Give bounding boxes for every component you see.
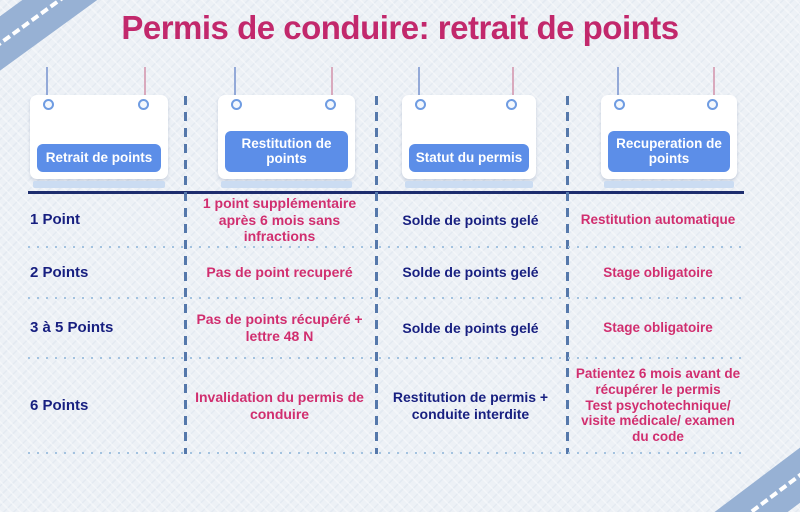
grommet-icon <box>415 99 426 110</box>
header-divider-line <box>28 191 744 194</box>
header-card: Restitution de points <box>218 95 355 179</box>
hanger-string-icon <box>418 67 420 96</box>
card-shadow-base <box>604 181 734 188</box>
points-cell: 1 Point <box>30 211 81 229</box>
card-shadow-base <box>33 181 165 188</box>
grommet-icon <box>614 99 625 110</box>
column-header-label: Recuperation de points <box>608 130 730 172</box>
page-title: Permis de conduire: retrait de points <box>121 9 679 46</box>
statut-cell: Solde de points gelé <box>402 211 539 228</box>
restitution-cell: Pas de points récupéré + lettre 48 N <box>196 311 363 344</box>
header-card: Statut du permis <box>402 95 536 179</box>
header-card: Recuperation de points <box>601 95 737 179</box>
card-shadow-base <box>405 181 533 188</box>
grommet-icon <box>707 99 718 110</box>
points-cell: 6 Points <box>30 396 89 414</box>
row-separator <box>28 357 746 359</box>
row-separator <box>28 452 746 454</box>
grommet-icon <box>231 99 242 110</box>
hanger-string-icon <box>512 67 514 96</box>
points-cell: 3 à 5 Points <box>30 319 114 337</box>
header-card: Retrait de points <box>30 95 168 179</box>
table-row: 3 à 5 Points Pas de points récupéré + le… <box>28 299 750 357</box>
points-table: 1 Point 1 point supplémentaire après 6 m… <box>28 194 750 454</box>
row-separator <box>28 297 746 299</box>
hanger-string-icon <box>331 67 333 96</box>
hanger-string-icon <box>713 67 715 96</box>
column-header-label: Retrait de points <box>37 144 161 172</box>
column-separator <box>566 96 569 454</box>
table-row: 2 Points Pas de point recuperé Solde de … <box>28 248 750 297</box>
table-row: 6 Points Invalidation du permis de condu… <box>28 359 750 452</box>
recuperation-cell: Stage obligatoire <box>603 264 713 280</box>
grommet-icon <box>506 99 517 110</box>
restitution-cell: 1 point supplémentaire après 6 mois sans… <box>202 195 357 245</box>
hanger-string-icon <box>46 67 48 96</box>
column-separator <box>375 96 378 454</box>
column-separator <box>184 96 187 454</box>
restitution-cell: Invalidation du permis de conduire <box>195 388 364 422</box>
column-header-label: Restitution de points <box>225 130 348 172</box>
recuperation-cell: Patientez 6 mois avant de récupérer le p… <box>575 365 741 445</box>
statut-cell: Restitution de permis + conduite interdi… <box>392 388 549 422</box>
hanger-string-icon <box>144 67 146 96</box>
hanger-string-icon <box>617 67 619 96</box>
grommet-icon <box>43 99 54 110</box>
table-row: 1 Point 1 point supplémentaire après 6 m… <box>28 194 750 246</box>
points-cell: 2 Points <box>30 263 89 281</box>
column-header-label: Statut du permis <box>409 144 529 172</box>
restitution-cell: Pas de point recuperé <box>206 264 353 281</box>
card-shadow-base <box>221 181 352 188</box>
grommet-icon <box>325 99 336 110</box>
hanger-string-icon <box>234 67 236 96</box>
statut-cell: Solde de points gelé <box>402 319 539 336</box>
row-separator <box>28 246 746 248</box>
recuperation-cell: Restitution automatique <box>580 212 736 228</box>
statut-cell: Solde de points gelé <box>402 264 539 281</box>
recuperation-cell: Stage obligatoire <box>603 320 713 336</box>
grommet-icon <box>138 99 149 110</box>
